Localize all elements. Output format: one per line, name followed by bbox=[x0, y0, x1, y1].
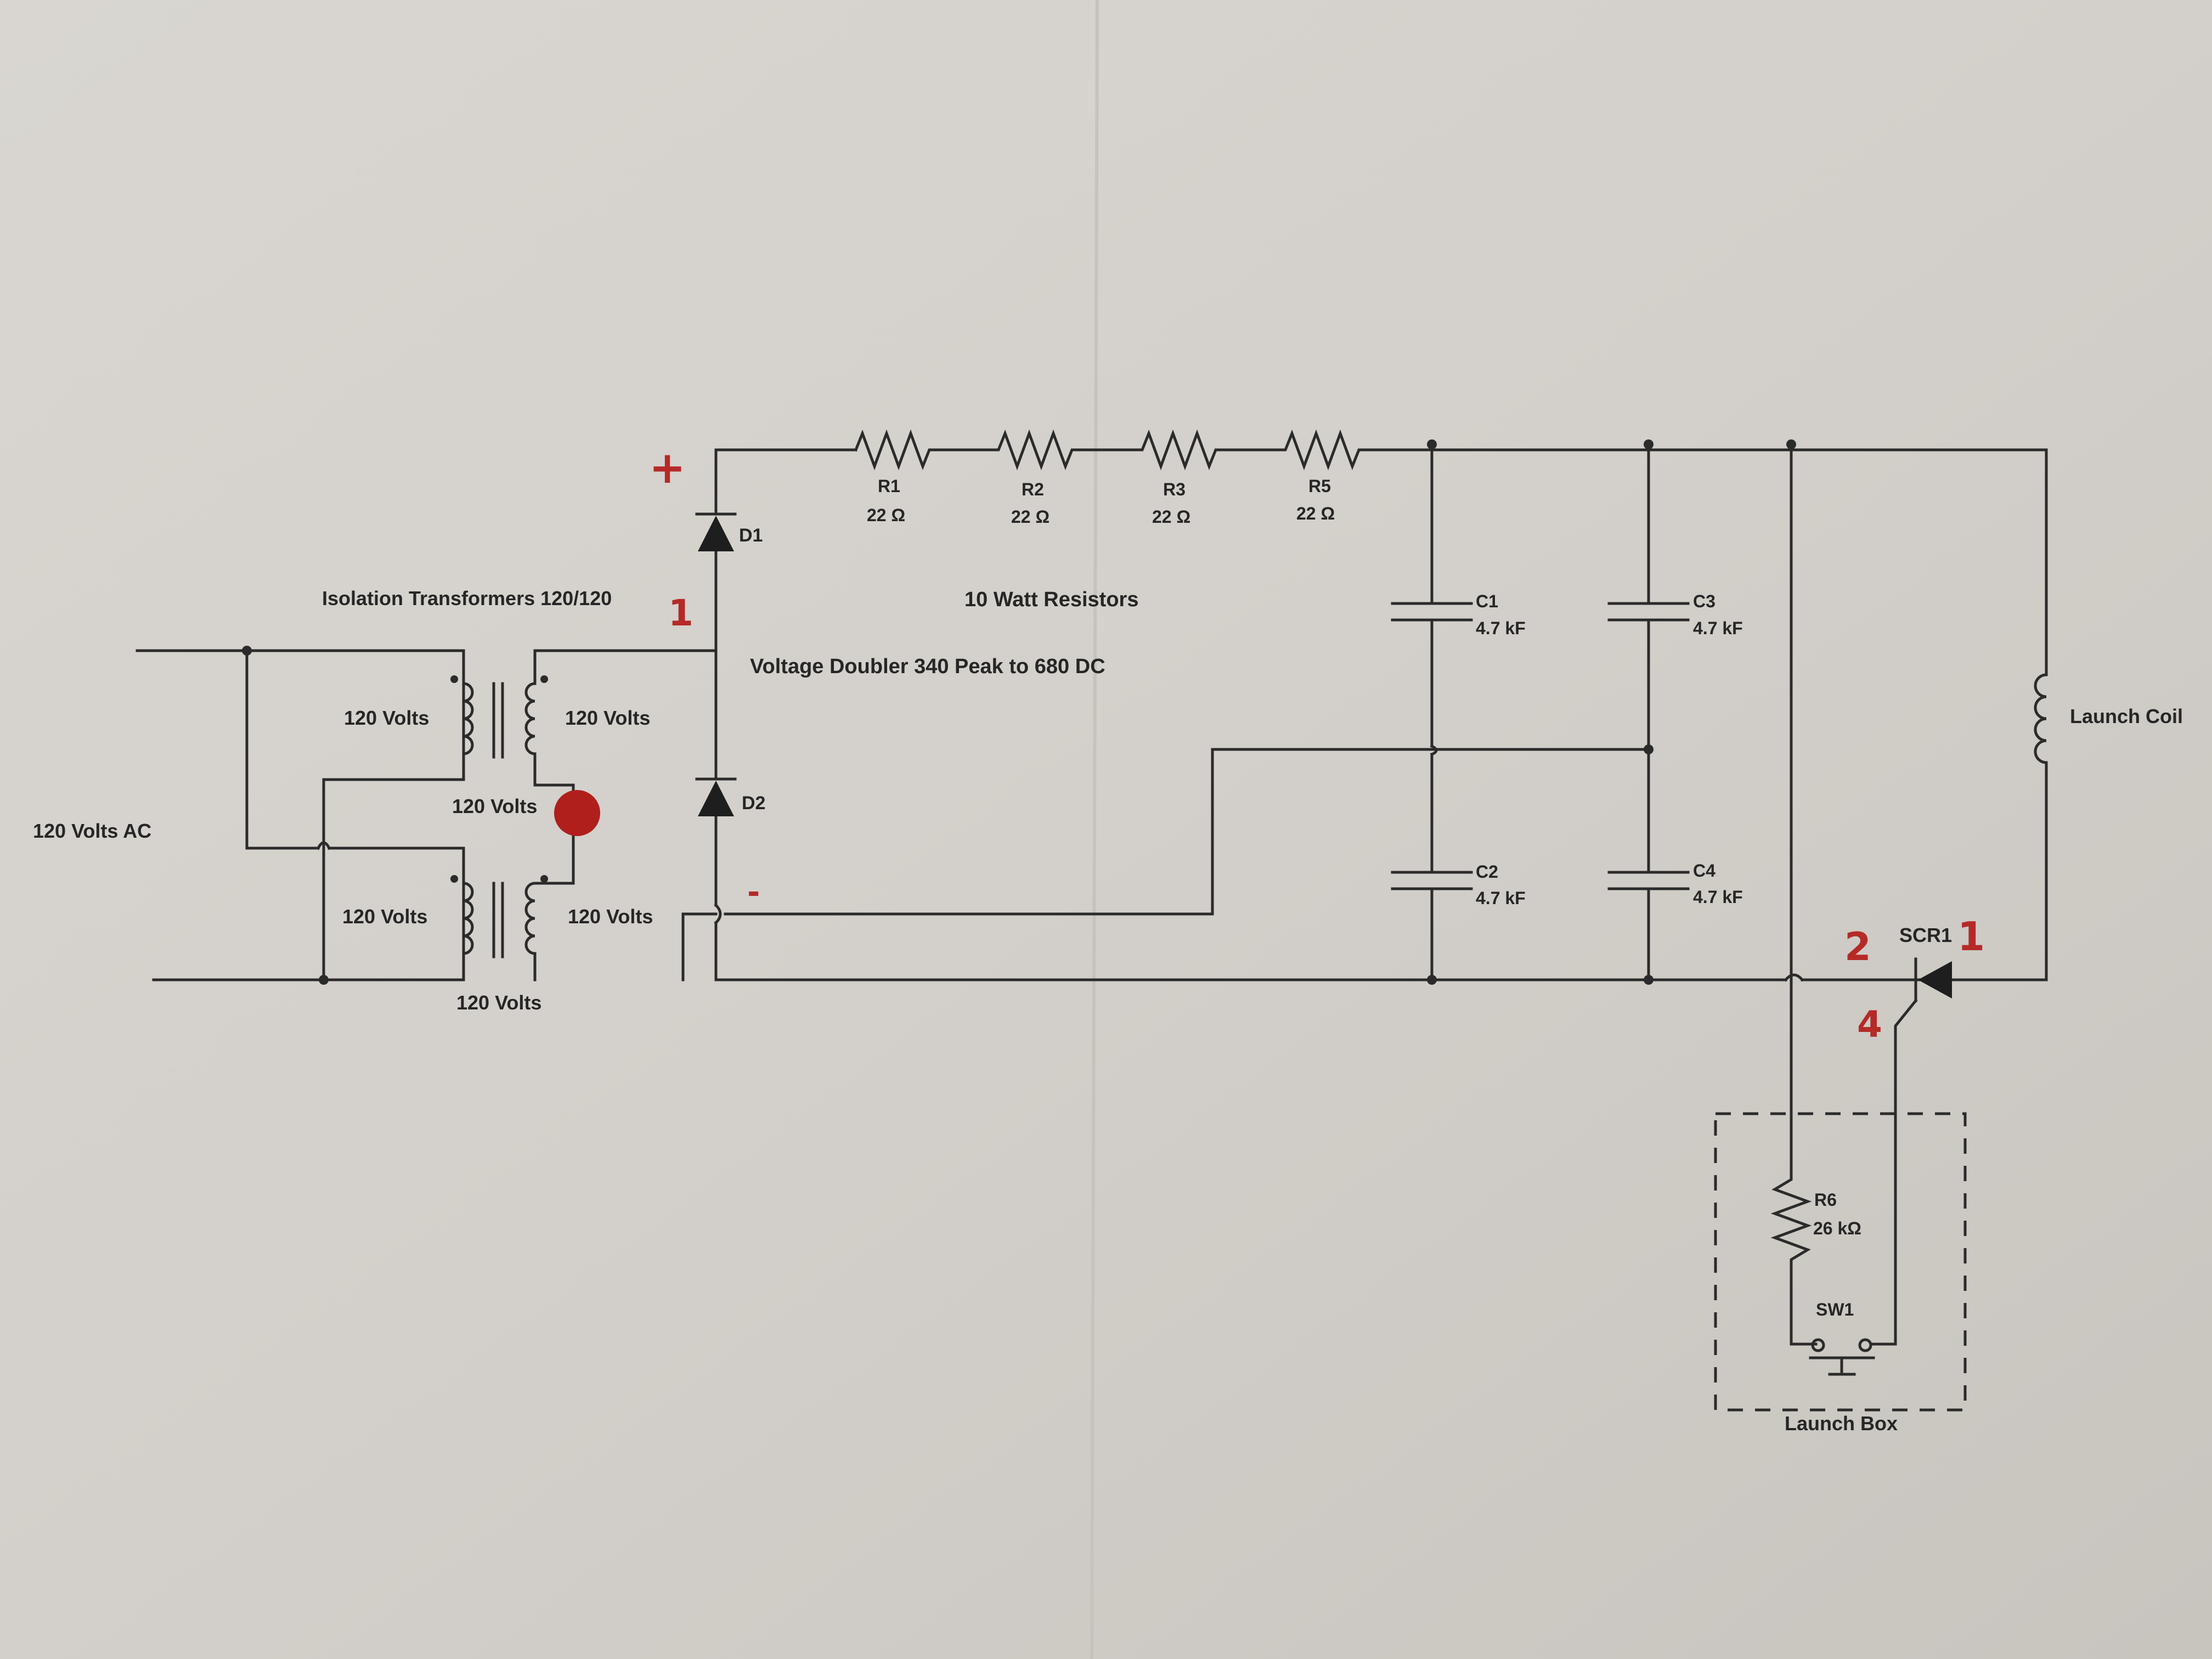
diode-d1 bbox=[695, 512, 737, 551]
voltage-doubler bbox=[695, 448, 1653, 981]
node-1-annotation: 1 bbox=[668, 592, 693, 634]
resistor-r2-value: 22 Ω bbox=[1011, 507, 1049, 527]
scr-label: SCR1 bbox=[1899, 924, 1952, 946]
t2-secondary-label: 120 Volts bbox=[568, 905, 653, 928]
scr-pin-1-annotation: 1 bbox=[1957, 913, 1985, 960]
r6-value: 26 kΩ bbox=[1813, 1218, 1861, 1238]
transformer-middle-label: 120 Volts bbox=[452, 795, 537, 817]
voltage-doubler-label: Voltage Doubler 340 Peak to 680 DC bbox=[750, 655, 1105, 678]
capacitor-c1 bbox=[1391, 602, 1473, 622]
capacitor-c2-ref: C2 bbox=[1476, 862, 1498, 882]
watt-resistors-label: 10 Watt Resistors bbox=[964, 588, 1138, 611]
isolation-transformers-label: Isolation Transformers 120/120 bbox=[322, 587, 612, 610]
capacitor-c4-ref: C4 bbox=[1693, 861, 1716, 881]
capacitor-c2 bbox=[1391, 871, 1473, 890]
r6-ref: R6 bbox=[1814, 1190, 1837, 1210]
resistor-r3-ref: R3 bbox=[1163, 479, 1186, 499]
text-labels: Isolation Transformers 120/120 120 Volts… bbox=[33, 476, 2183, 1435]
launch-coil-label: Launch Coil bbox=[2070, 705, 2183, 727]
t1-secondary-label: 120 Volts bbox=[565, 707, 650, 729]
capacitor-c3 bbox=[1607, 602, 1690, 622]
resistor-r5-ref: R5 bbox=[1308, 476, 1331, 496]
transformer-t2 bbox=[450, 875, 548, 958]
capacitor-c2-value: 4.7 kF bbox=[1476, 888, 1526, 908]
diode-d2-label: D2 bbox=[742, 793, 765, 814]
resistor-chain bbox=[854, 429, 2048, 471]
transformer-t1 bbox=[450, 675, 548, 759]
launch-box-label: Launch Box bbox=[1785, 1412, 1898, 1435]
resistor-r2-ref: R2 bbox=[1022, 479, 1044, 499]
minus-annotation: - bbox=[747, 874, 760, 910]
diode-d1-label: D1 bbox=[739, 525, 763, 546]
scr-pin-2-annotation: 2 bbox=[1844, 924, 1871, 969]
resistor-r1-ref: R1 bbox=[878, 476, 900, 496]
red-marker-dot bbox=[554, 790, 600, 836]
t1-primary-label: 120 Volts bbox=[344, 707, 429, 729]
capacitor-bank bbox=[1391, 439, 1796, 981]
capacitor-c4-value: 4.7 kF bbox=[1693, 887, 1743, 907]
ac-input-label: 120 Volts AC bbox=[33, 820, 151, 842]
diode-d2 bbox=[695, 777, 737, 816]
sw1-label: SW1 bbox=[1816, 1300, 1854, 1319]
scr-pin-4-annotation: 4 bbox=[1857, 1003, 1882, 1046]
capacitor-c3-ref: C3 bbox=[1693, 591, 1716, 611]
capacitor-c1-value: 4.7 kF bbox=[1476, 618, 1526, 638]
resistor-r1-value: 22 Ω bbox=[867, 505, 905, 525]
launch-box bbox=[1714, 1112, 1967, 1412]
capacitor-c3-value: 4.7 kF bbox=[1693, 618, 1743, 638]
red-annotations: + - 1 1 2 4 bbox=[649, 442, 1985, 1046]
capacitor-c4 bbox=[1607, 871, 1690, 890]
launch-coil bbox=[2034, 673, 2048, 764]
resistor-r5-value: 22 Ω bbox=[1296, 504, 1335, 523]
t2-primary-label: 120 Volts bbox=[342, 905, 427, 928]
paper-fold bbox=[1090, 0, 1099, 1659]
t2-bottom-label: 120 Volts bbox=[456, 991, 541, 1014]
capacitor-c1-ref: C1 bbox=[1476, 591, 1498, 611]
plus-annotation: + bbox=[649, 442, 686, 493]
scr-symbol bbox=[1869, 957, 1952, 1346]
isolation-transformers bbox=[136, 646, 718, 985]
resistor-r3-value: 22 Ω bbox=[1152, 507, 1190, 527]
